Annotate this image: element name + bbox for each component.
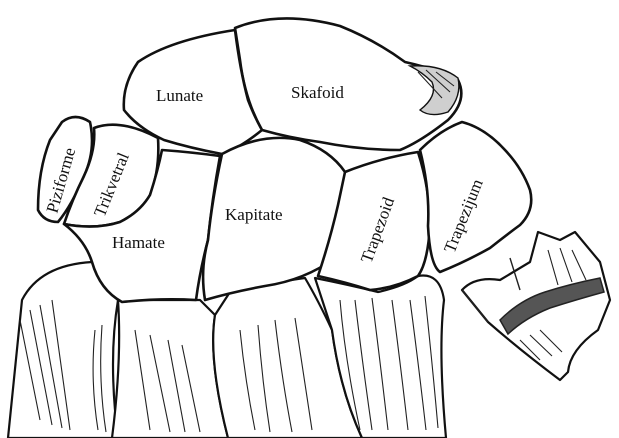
- label-kapitate: Kapitate: [225, 205, 283, 224]
- metacarpal-5-shaft: [8, 262, 118, 438]
- label-lunate: Lunate: [156, 86, 203, 105]
- metacarpal-4-shaft: [112, 300, 228, 438]
- label-skafoid: Skafoid: [291, 83, 344, 102]
- label-hamate: Hamate: [112, 233, 165, 252]
- bone-skafoid: [235, 18, 461, 150]
